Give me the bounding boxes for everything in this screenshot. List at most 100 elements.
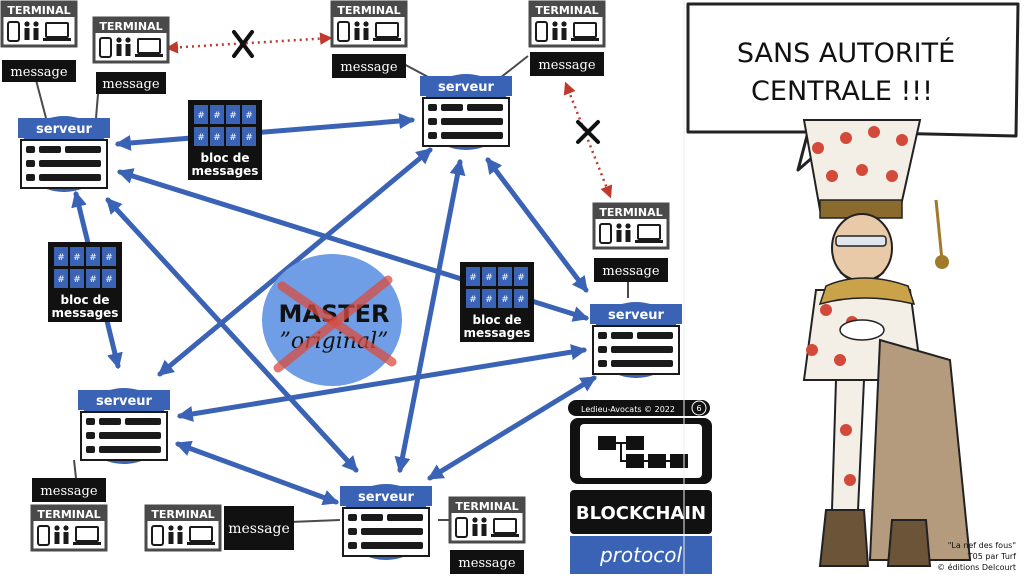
terminal-label: TERMINAL bbox=[599, 206, 662, 219]
hash-tile bbox=[54, 269, 68, 288]
terminal-label: TERMINAL bbox=[337, 4, 400, 17]
hash-icon: ######## bbox=[54, 247, 116, 288]
bubble-text-line2: CENTRALE !!! bbox=[751, 76, 933, 107]
server-label: serveur bbox=[36, 122, 93, 137]
server-node: serveur bbox=[589, 301, 683, 379]
hash-glyph: # bbox=[469, 273, 477, 283]
hash-tile bbox=[102, 269, 116, 288]
message-block: ######## bloc de messages bbox=[48, 242, 122, 322]
terminal: message TERMINAL bbox=[30, 478, 108, 552]
terminal-label: TERMINAL bbox=[7, 4, 70, 17]
block-label-line2: messages bbox=[192, 164, 259, 178]
link-s3-s5 bbox=[427, 375, 597, 481]
hash-tile bbox=[482, 289, 496, 308]
hash-glyph: # bbox=[57, 253, 65, 263]
link-s2-s4 bbox=[157, 147, 433, 377]
hash-glyph: # bbox=[485, 295, 493, 305]
broken-links bbox=[165, 30, 613, 199]
cross-icon bbox=[232, 30, 254, 58]
terminal: TERMINAL message bbox=[528, 0, 606, 76]
hash-tile bbox=[194, 105, 208, 124]
hash-tile bbox=[242, 105, 256, 124]
hash-glyph: # bbox=[105, 275, 113, 285]
hash-tile bbox=[226, 127, 240, 146]
hash-tile bbox=[466, 289, 480, 308]
hash-glyph: # bbox=[213, 111, 221, 121]
server-label: serveur bbox=[358, 490, 415, 505]
caption-line2: T05 par Turf bbox=[967, 552, 1016, 561]
hash-tile bbox=[482, 267, 496, 286]
hash-tile bbox=[514, 289, 528, 308]
link-s3-s4 bbox=[176, 344, 588, 422]
message-label: message bbox=[40, 484, 97, 499]
message-label: message bbox=[458, 556, 515, 571]
terminal-links bbox=[35, 55, 629, 523]
caption-line3: © éditions Delcourt bbox=[937, 562, 1016, 572]
hash-glyph: # bbox=[501, 295, 509, 305]
hash-glyph: # bbox=[517, 273, 525, 283]
message-label: message bbox=[102, 77, 159, 92]
hash-tile bbox=[102, 247, 116, 266]
hash-glyph: # bbox=[229, 111, 237, 121]
hash-tile bbox=[242, 127, 256, 146]
hash-glyph: # bbox=[229, 133, 237, 143]
terminal-label: TERMINAL bbox=[99, 20, 162, 33]
block-label-line1: bloc de bbox=[473, 313, 522, 327]
hash-glyph: # bbox=[469, 295, 477, 305]
hash-tile bbox=[70, 269, 84, 288]
block-label-line2: messages bbox=[464, 326, 531, 340]
terminal: TERMINAL message bbox=[92, 16, 170, 94]
hash-tile bbox=[86, 247, 100, 266]
page-number: 6 bbox=[696, 404, 701, 413]
block-label-line2: messages bbox=[52, 306, 119, 320]
hash-tile bbox=[54, 247, 68, 266]
hash-icon: # # # # # # # # bbox=[466, 267, 528, 308]
terminal-label: TERMINAL bbox=[455, 500, 518, 513]
hash-tile bbox=[514, 267, 528, 286]
hash-glyph: # bbox=[73, 275, 81, 285]
hash-tile bbox=[226, 105, 240, 124]
block-label-line1: bloc de bbox=[61, 293, 110, 307]
message-label: message bbox=[602, 264, 659, 279]
hash-tile bbox=[498, 289, 512, 308]
hash-glyph: # bbox=[485, 273, 493, 283]
server-label: serveur bbox=[96, 394, 153, 409]
speech-bubble: SANS AUTORITÉ CENTRALE !!! bbox=[686, 2, 1020, 172]
server-node: serveur bbox=[339, 483, 433, 561]
hash-glyph: # bbox=[57, 275, 65, 285]
link-s4-s5 bbox=[174, 440, 340, 506]
hash-glyph: # bbox=[517, 295, 525, 305]
message-label: message bbox=[538, 58, 595, 73]
illustration-caption: "La nef des fous" T05 par Turf © édition… bbox=[937, 541, 1016, 572]
message-label: message bbox=[228, 521, 290, 537]
hash-tile bbox=[466, 267, 480, 286]
cross-icon bbox=[273, 275, 397, 373]
link-s2-s3 bbox=[485, 157, 589, 293]
hash-tile bbox=[498, 267, 512, 286]
message-block: ######## bloc de messages bbox=[188, 100, 262, 180]
link-s2-s5 bbox=[394, 158, 466, 474]
server-node: serveur bbox=[419, 73, 513, 151]
hash-glyph: # bbox=[89, 275, 97, 285]
terminal-label: TERMINAL bbox=[151, 508, 214, 521]
hash-glyph: # bbox=[501, 273, 509, 283]
server-label: serveur bbox=[438, 80, 495, 95]
terminal: TERMINAL message bbox=[330, 0, 408, 78]
server-node: serveur bbox=[17, 115, 111, 193]
hash-icon: ######## bbox=[194, 105, 256, 146]
server-label: serveur bbox=[608, 308, 665, 323]
character-illustration bbox=[802, 119, 972, 567]
hash-tile bbox=[210, 105, 224, 124]
hash-tile bbox=[70, 247, 84, 266]
block-label-line1: bloc de bbox=[201, 151, 250, 165]
protocol-label: protocol bbox=[599, 543, 682, 567]
terminal: TERMINAL message bbox=[592, 202, 670, 282]
hash-glyph: # bbox=[73, 253, 81, 263]
terminal-label: TERMINAL bbox=[37, 508, 100, 521]
terminal: TERMINAL message bbox=[448, 496, 526, 574]
blockchain-badge: Ledieu-Avocats © 2022 6 BLOCKCHAIN proto… bbox=[568, 400, 712, 574]
terminal-label: TERMINAL bbox=[535, 4, 598, 17]
hash-glyph: # bbox=[89, 253, 97, 263]
terminal: TERMINAL message bbox=[144, 504, 294, 552]
